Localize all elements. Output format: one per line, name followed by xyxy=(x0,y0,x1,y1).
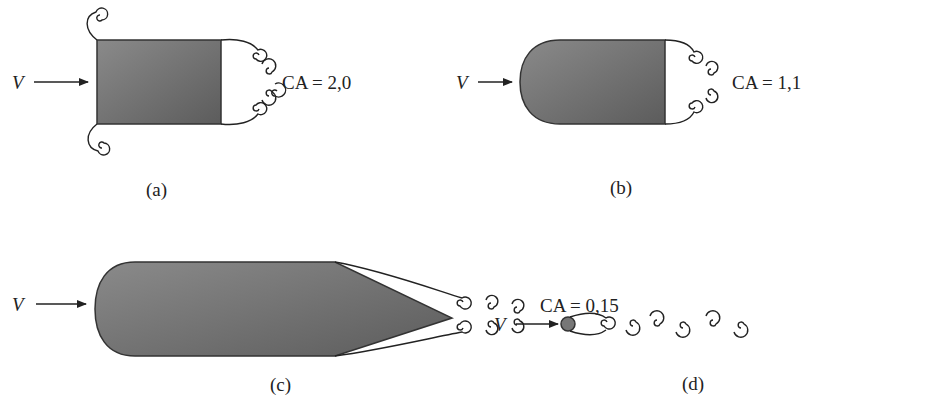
cylinder-body xyxy=(561,317,575,331)
square-body xyxy=(97,40,221,124)
panel-label: (b) xyxy=(610,178,632,197)
wake-vortices xyxy=(87,8,748,356)
velocity-label: V xyxy=(12,73,24,92)
flow-arrow xyxy=(36,303,86,305)
flow-arrow xyxy=(34,81,88,83)
drag-coefficient: CA = 2,0 xyxy=(282,73,351,92)
panel-label: (d) xyxy=(682,374,704,393)
velocity-label: V xyxy=(12,295,24,314)
velocity-label: V xyxy=(494,315,506,334)
drag-coefficient: CA = 1,1 xyxy=(732,73,801,92)
velocity-label: V xyxy=(456,73,468,92)
panel-label: (a) xyxy=(146,180,167,199)
drag-coefficient: CA = 0,15 xyxy=(540,296,619,315)
streamlined-body xyxy=(95,262,452,356)
rounded-body xyxy=(520,40,665,124)
panel-label: (c) xyxy=(270,375,291,394)
flow-arrow xyxy=(478,81,512,83)
